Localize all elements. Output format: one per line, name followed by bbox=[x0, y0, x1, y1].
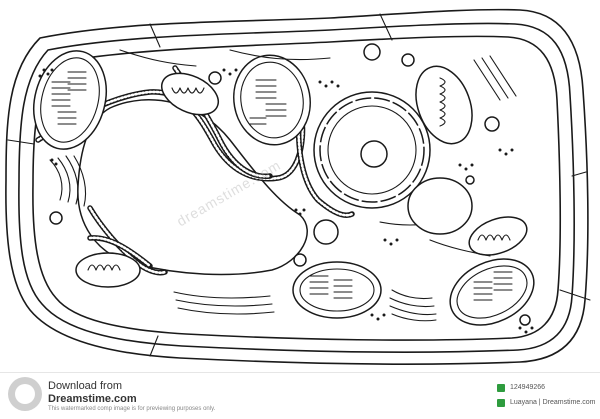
vesicle bbox=[49, 211, 63, 225]
vesicle bbox=[313, 219, 339, 245]
golgi-apparatus bbox=[389, 289, 437, 322]
mitochondrion bbox=[161, 72, 219, 116]
wall-junction bbox=[149, 335, 159, 357]
nucleolus bbox=[360, 140, 388, 168]
thylakoid-stack bbox=[309, 275, 353, 299]
thylakoid-stack bbox=[473, 271, 513, 301]
smooth-er bbox=[429, 239, 491, 257]
chloroplast bbox=[292, 261, 382, 319]
ribosome-cluster bbox=[38, 68, 534, 334]
rough-er bbox=[36, 90, 304, 181]
cell-wall-inner bbox=[18, 22, 575, 353]
smooth-er bbox=[175, 299, 273, 307]
vesicle bbox=[465, 175, 475, 185]
mitochondrion bbox=[415, 65, 473, 145]
chloroplast bbox=[233, 54, 311, 146]
rough-er bbox=[88, 206, 167, 275]
wall-junction bbox=[7, 139, 35, 145]
cristae bbox=[439, 77, 446, 127]
smooth-er bbox=[229, 49, 331, 61]
chloroplast-inner bbox=[456, 265, 528, 319]
chloroplast-inner bbox=[40, 57, 100, 143]
rough-er bbox=[88, 236, 152, 268]
cell-membrane bbox=[32, 35, 562, 341]
author-badge-icon bbox=[497, 399, 505, 407]
golgi-apparatus bbox=[49, 155, 87, 207]
thylakoid-stack bbox=[249, 79, 287, 125]
smooth-er bbox=[173, 291, 271, 299]
vesicle bbox=[484, 116, 500, 132]
dreamstime-logo-icon bbox=[8, 377, 42, 411]
nucleus-inner bbox=[327, 105, 417, 195]
mitochondrion bbox=[75, 252, 141, 288]
vesicle bbox=[401, 53, 415, 67]
preview-notice: This watermarked comp image is for previ… bbox=[48, 406, 216, 412]
smooth-er bbox=[177, 307, 275, 315]
id-badge-icon bbox=[497, 384, 505, 392]
wall-junction bbox=[571, 171, 587, 177]
wall-junction bbox=[379, 13, 393, 41]
smooth-er bbox=[119, 49, 197, 67]
wall-junction bbox=[149, 23, 161, 48]
vesicle bbox=[208, 71, 222, 85]
wall-junction bbox=[559, 289, 591, 301]
cristae bbox=[87, 264, 121, 271]
thylakoid-stack bbox=[51, 71, 87, 125]
lysosome bbox=[407, 177, 473, 235]
vesicle bbox=[519, 314, 531, 326]
chloroplast-inner bbox=[240, 61, 304, 139]
author-credit: Luayana | Dreamstime.com bbox=[510, 399, 596, 406]
cell-wall-outer bbox=[5, 8, 589, 365]
site-name[interactable]: Dreamstime.com bbox=[48, 393, 137, 405]
chloroplast-inner bbox=[299, 268, 375, 312]
footer-bar bbox=[0, 372, 600, 419]
vesicle bbox=[293, 253, 307, 267]
image-id: 124949266 bbox=[510, 384, 546, 391]
golgi-apparatus bbox=[473, 55, 517, 101]
download-text: Download from bbox=[48, 380, 122, 392]
cristae bbox=[171, 87, 205, 94]
vesicle bbox=[363, 43, 381, 61]
plant-cell-diagram bbox=[5, 8, 591, 365]
cristae bbox=[477, 234, 511, 241]
chloroplast bbox=[449, 258, 535, 326]
mitochondrion bbox=[468, 216, 528, 256]
